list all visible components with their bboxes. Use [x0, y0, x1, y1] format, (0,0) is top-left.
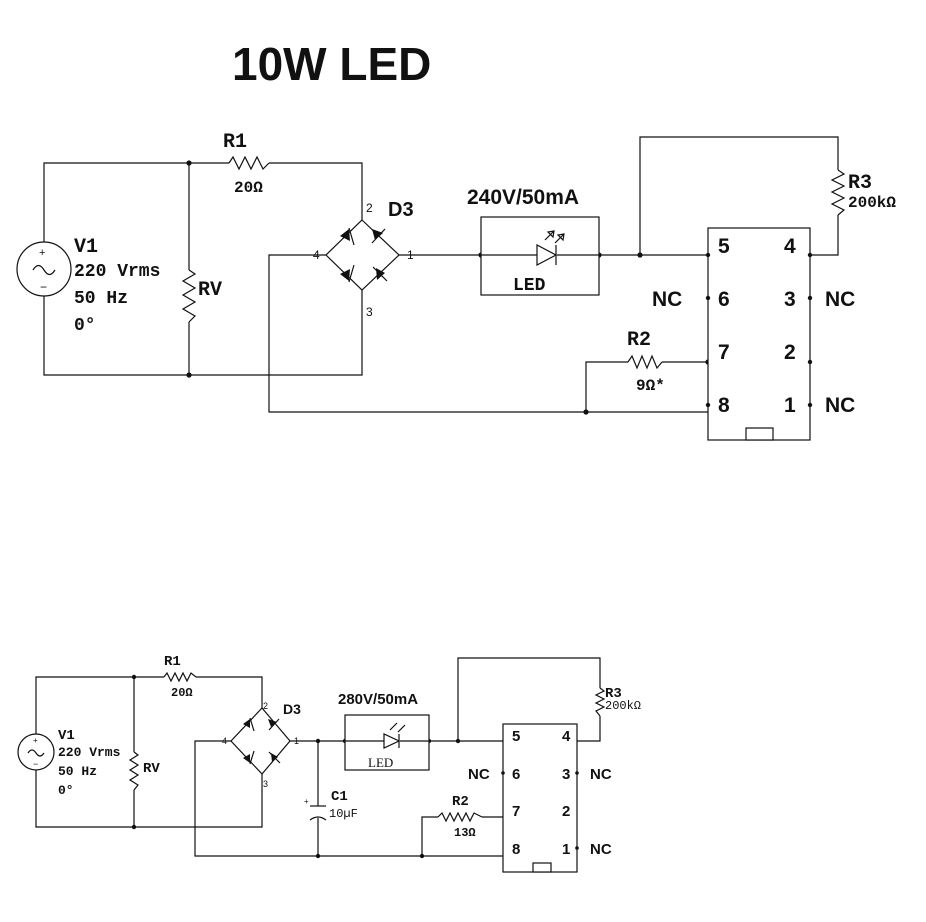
svg-text:−: −	[33, 759, 38, 769]
d3-pin2: 2	[366, 201, 373, 215]
v1-name: V1	[58, 728, 75, 744]
ic-nc-pin6: NC	[652, 288, 682, 311]
ic-pin7: 7	[718, 341, 730, 364]
led-label: LED	[513, 276, 546, 296]
d3-name: D3	[283, 701, 301, 717]
v1-source-icon: + −	[16, 241, 72, 297]
ic-pin3: 3	[784, 288, 796, 311]
rv-varistor-icon	[128, 751, 140, 791]
v1-phase: 0°	[58, 783, 74, 798]
ic-pin7: 7	[512, 803, 520, 820]
led-diode-icon	[481, 230, 599, 266]
led-label: LED	[368, 755, 393, 770]
led-box	[344, 714, 430, 771]
ic-pin6: 6	[718, 288, 730, 311]
svg-text:+: +	[39, 247, 45, 259]
bottom-circuit: + − V1 220 Vrms 50 Hz 0° R1 20Ω RV 2 1 3…	[17, 654, 641, 873]
ic-pin3: 3	[562, 766, 570, 783]
r1-value: 20Ω	[234, 179, 263, 197]
ic-pin6: 6	[512, 766, 520, 783]
r1-resistor-icon	[228, 155, 270, 171]
r1-name: R1	[164, 654, 181, 670]
r2-resistor-icon	[437, 811, 483, 823]
d3-pin3: 3	[263, 779, 268, 789]
d3-pin4: 4	[313, 248, 320, 262]
ic-notch	[532, 862, 552, 873]
v1-name: V1	[74, 236, 98, 259]
ic-nc-pin3: NC	[825, 288, 855, 311]
v1-phase: 0°	[74, 316, 96, 336]
r2-value: 13Ω	[454, 826, 476, 840]
ic-pin1: 1	[784, 394, 796, 417]
c1-value: 10µF	[329, 807, 358, 821]
svg-text:+: +	[33, 736, 38, 745]
v1-voltage: 220 Vrms	[58, 745, 121, 760]
r2-name: R2	[627, 329, 651, 352]
led-rating: 280V/50mA	[338, 691, 418, 708]
ic-pin4: 4	[784, 235, 796, 258]
v1-source-icon: + −	[17, 733, 55, 771]
led-rating: 240V/50mA	[467, 186, 579, 209]
d3-pin3: 3	[366, 305, 373, 319]
r3-resistor-icon	[594, 687, 606, 717]
rv-varistor-icon	[181, 269, 197, 323]
svg-text:+: +	[304, 797, 309, 806]
r3-name: R3	[605, 686, 622, 702]
top-circuit: + − V1 220 Vrms 50 Hz 0° R1 20Ω RV 2 1 3…	[16, 131, 896, 441]
r3-value: 200kΩ	[605, 699, 641, 713]
r3-value: 200kΩ	[848, 194, 896, 212]
led-diode-icon	[345, 722, 429, 749]
rv-name: RV	[198, 279, 222, 302]
r2-value: 9Ω*	[636, 377, 665, 395]
ic-nc-pin6: NC	[468, 766, 490, 783]
c1-name: C1	[331, 789, 348, 805]
ic-notch	[745, 427, 774, 441]
r2-resistor-icon	[627, 354, 663, 370]
d3-pin1: 1	[407, 248, 414, 262]
ic-package	[502, 723, 578, 873]
rv-name: RV	[143, 761, 160, 777]
d3-pin4: 4	[222, 736, 227, 746]
r1-resistor-icon	[163, 671, 197, 683]
ic-pin4: 4	[562, 728, 571, 745]
r2-name: R2	[452, 794, 469, 810]
r3-resistor-icon	[830, 169, 846, 216]
v1-voltage: 220 Vrms	[74, 262, 160, 282]
d3-bridge-rectifier-icon	[230, 707, 291, 775]
v1-frequency: 50 Hz	[74, 289, 128, 309]
v1-frequency: 50 Hz	[58, 764, 97, 779]
r1-value: 20Ω	[171, 686, 193, 700]
led-box	[480, 216, 600, 296]
d3-bridge-rectifier-icon	[325, 219, 400, 291]
svg-text:−: −	[40, 280, 47, 294]
ic-package	[707, 227, 811, 441]
ic-pin5: 5	[718, 235, 730, 258]
c1-capacitor-icon: +	[304, 797, 327, 821]
ic-pin2: 2	[784, 341, 796, 364]
ic-nc-pin1: NC	[590, 841, 612, 858]
ic-pin5: 5	[512, 728, 520, 745]
r1-name: R1	[223, 131, 247, 154]
d3-name: D3	[388, 199, 414, 221]
ic-pin8: 8	[718, 394, 730, 417]
d3-pin1: 1	[294, 736, 299, 746]
ic-nc-pin3: NC	[590, 766, 612, 783]
ic-pin8: 8	[512, 841, 520, 858]
d3-pin2: 2	[263, 701, 268, 711]
ic-pin1: 1	[562, 841, 570, 858]
ic-nc-pin1: NC	[825, 394, 855, 417]
page-title: 10W LED	[232, 38, 431, 90]
r3-name: R3	[848, 172, 872, 195]
ic-pin2: 2	[562, 803, 570, 820]
